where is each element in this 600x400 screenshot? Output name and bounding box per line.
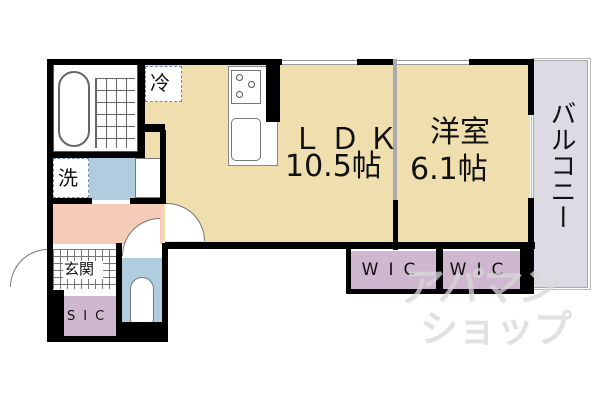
wic-left: WIC: [351, 251, 436, 289]
wall: [116, 243, 122, 342]
wall: [47, 152, 145, 158]
western-room-label: 洋室: [430, 115, 490, 150]
bath-tile-grid: [95, 78, 135, 148]
wall: [393, 59, 397, 249]
wall: [138, 59, 145, 154]
refrigerator-marker: [145, 66, 182, 102]
balcony-outer-line: [531, 58, 591, 290]
window: [282, 60, 357, 65]
western-room: [397, 64, 530, 244]
wall: [47, 59, 282, 65]
wall: [162, 243, 168, 342]
window: [397, 60, 469, 65]
wall: [165, 242, 535, 249]
sic-label: SIC: [67, 309, 113, 324]
stove-icon: [231, 70, 261, 104]
balcony: [530, 57, 591, 291]
ldk-size: 10.5帖: [285, 149, 382, 184]
wash-basin-icon: [135, 158, 162, 198]
entrance-door-swing: [10, 249, 50, 287]
wall: [528, 59, 534, 115]
entrance-label: 玄関: [64, 260, 95, 278]
wall: [116, 322, 168, 342]
wic-right: WIC: [443, 251, 520, 289]
bathtub-icon: [58, 71, 90, 147]
wall: [47, 336, 168, 342]
wall: [520, 249, 534, 293]
toilet-icon: [130, 277, 154, 323]
sink-icon: [231, 118, 261, 161]
ldk-label: ＬＤＫ: [292, 122, 406, 157]
washer-label: 洗: [58, 166, 78, 190]
wall: [47, 290, 64, 342]
watermark-line2: ショップ: [420, 307, 573, 351]
kitchen-wall-block: [266, 64, 280, 122]
wall: [469, 59, 531, 65]
entrance-label-bg: [63, 261, 103, 279]
sic-closet: [64, 296, 116, 336]
wall: [130, 198, 165, 204]
wall: [436, 249, 443, 293]
wall: [160, 130, 166, 204]
watermark-line1: アパマン: [398, 265, 558, 311]
western-room-size: 6.1帖: [410, 152, 488, 187]
wall: [346, 249, 351, 293]
wall: [47, 198, 92, 204]
wall: [357, 59, 397, 65]
wall: [138, 124, 165, 132]
wall: [393, 200, 398, 250]
refrigerator-label: 冷: [150, 71, 170, 95]
balcony-label: バルコニー: [546, 100, 576, 230]
washer-marker: [53, 158, 89, 198]
